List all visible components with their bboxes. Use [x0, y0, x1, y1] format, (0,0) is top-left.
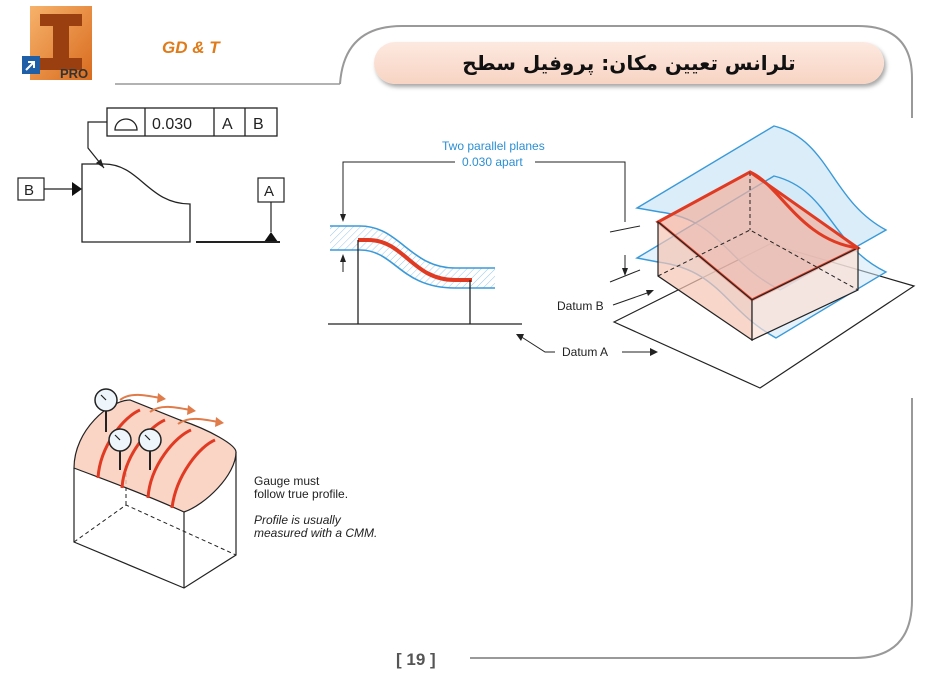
zone-caption-line2: 0.030 apart [462, 155, 523, 169]
datum-b-label: B [24, 182, 34, 199]
fcf-tolerance: 0.030 [152, 116, 192, 133]
true-profile-line [358, 238, 472, 282]
autodesk-inventor-logo: PRO [22, 6, 112, 81]
datum-b-triangle-icon [72, 182, 82, 196]
part-outline [81, 163, 191, 243]
datum-b-plane-label: Datum B [557, 299, 604, 313]
logo-icon [22, 6, 92, 80]
logo-pro-label: PRO [60, 66, 89, 81]
dial-gauge-icon [138, 428, 162, 470]
slide-title: تلرانس تعیین مکان: پروفیل سطح [462, 51, 796, 75]
cmm-note-line1: Profile is usually [254, 513, 341, 527]
slide-title-banner: تلرانس تعیین مکان: پروفیل سطح [374, 42, 884, 84]
zone-caption-line1: Two parallel planes [442, 139, 545, 153]
datum-a-triangle-icon [264, 232, 278, 242]
page-number: [ 19 ] [396, 650, 436, 669]
cmm-note-line2: measured with a CMM. [254, 526, 378, 540]
datum-a-label: A [264, 183, 274, 200]
fcf-datum-b: B [253, 116, 264, 133]
dial-gauge-icon [108, 428, 132, 470]
dial-gauge-icon [94, 388, 118, 432]
surface-profile-symbol-icon [114, 118, 138, 131]
feature-control-frame: 0.030 A B [106, 107, 278, 137]
fcf-datum-a: A [222, 116, 233, 133]
course-label: GD & T [162, 38, 220, 57]
gauge-note-line1: Gauge must [254, 474, 320, 488]
datum-a-plane-label: Datum A [562, 345, 608, 359]
gauge-note-line2: follow true profile. [254, 487, 349, 501]
